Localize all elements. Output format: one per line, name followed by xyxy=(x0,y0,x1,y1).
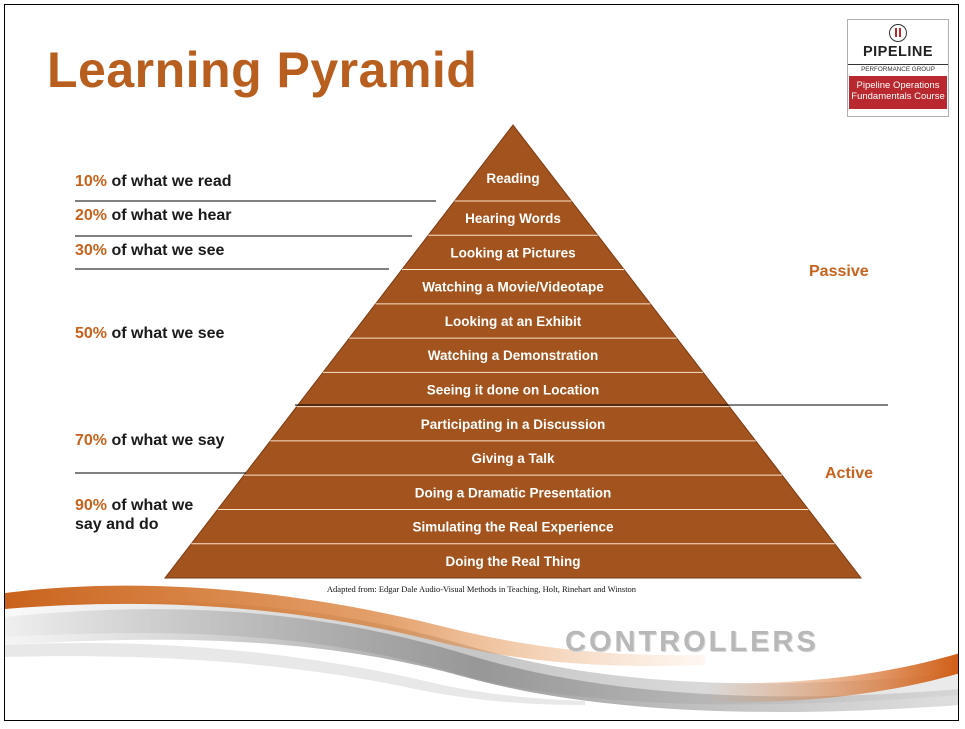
retention-50: 50% of what we see xyxy=(75,325,225,342)
retention-90: 90% of what we xyxy=(75,497,193,514)
source-citation: Adapted from: Edgar Dale Audio-Visual Me… xyxy=(326,584,637,594)
pyramid-tier-label: Hearing Words xyxy=(465,211,561,226)
pyramid-shape xyxy=(163,124,863,579)
pyramid-tier-label: Seeing it done on Location xyxy=(427,383,600,398)
logo-name: PIPELINE xyxy=(862,44,934,60)
retention-10: 10% of what we read xyxy=(75,173,232,190)
active-label: Active xyxy=(825,465,873,482)
logo-course-line1: Pipeline Operations xyxy=(856,80,940,91)
pyramid-tier-label: Looking at an Exhibit xyxy=(445,314,582,329)
retention-70: 70% of what we say xyxy=(75,432,225,449)
retention-20: 20% of what we hear xyxy=(75,207,232,224)
pyramid-tier-label: Reading xyxy=(486,171,539,186)
pyramid-tier-label: Giving a Talk xyxy=(471,451,555,466)
slide-title: Learning Pyramid xyxy=(47,42,478,98)
decorative-swoosh xyxy=(5,585,958,712)
pyramid-tier-label: Watching a Movie/Videotape xyxy=(422,280,604,295)
retention-divider-lines xyxy=(75,200,888,474)
retention-30: 30% of what we see xyxy=(75,242,225,259)
logo-subtitle: PERFORMANCE GROUP xyxy=(848,64,948,73)
logo-course-band: Pipeline Operations Fundamentals Course xyxy=(849,76,947,109)
pyramid-tier-label: Doing the Real Thing xyxy=(446,554,581,569)
retention-90-line2: say and do xyxy=(75,516,159,533)
controllers-brand: CONTROLLERS xyxy=(565,626,819,658)
retention-labels: 10% of what we read 20% of what we hear … xyxy=(75,173,232,533)
pyramid-tier-label: Looking at Pictures xyxy=(450,245,575,260)
pyramid-tier-label: Watching a Demonstration xyxy=(428,348,599,363)
logo-course-line2: Fundamentals Course xyxy=(851,91,945,102)
pipeline-logo: PIPELINE PERFORMANCE GROUP Pipeline Oper… xyxy=(847,19,949,117)
pyramid-tier-label: Doing a Dramatic Presentation xyxy=(415,485,612,500)
pyramid-tier-label: Participating in a Discussion xyxy=(421,417,606,432)
pyramid-tier-label: Simulating the Real Experience xyxy=(412,520,614,535)
pipeline-emblem-icon xyxy=(889,24,907,42)
passive-label: Passive xyxy=(809,263,869,280)
